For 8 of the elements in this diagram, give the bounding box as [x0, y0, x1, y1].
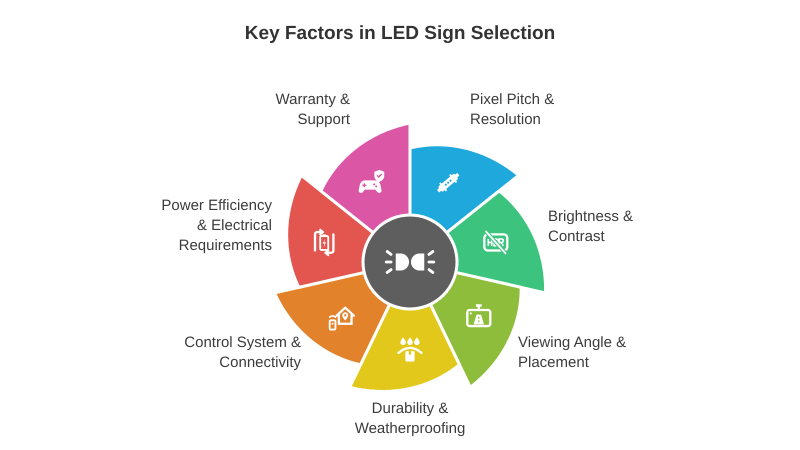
- segment-label: Warranty & Support: [275, 90, 350, 130]
- segment-label: Pixel Pitch & Resolution: [470, 90, 555, 130]
- segment-label: Durability & Weatherproofing: [354, 399, 466, 439]
- segment-label: Power Efficiency & Electrical Requirements: [160, 196, 272, 256]
- segment-label: Viewing Angle & Placement: [518, 333, 627, 373]
- title: Key Factors in LED Sign Selection: [244, 22, 556, 46]
- segment-label: Control System & Connectivity: [183, 333, 301, 373]
- segment-label: Brightness & Contrast: [548, 207, 634, 247]
